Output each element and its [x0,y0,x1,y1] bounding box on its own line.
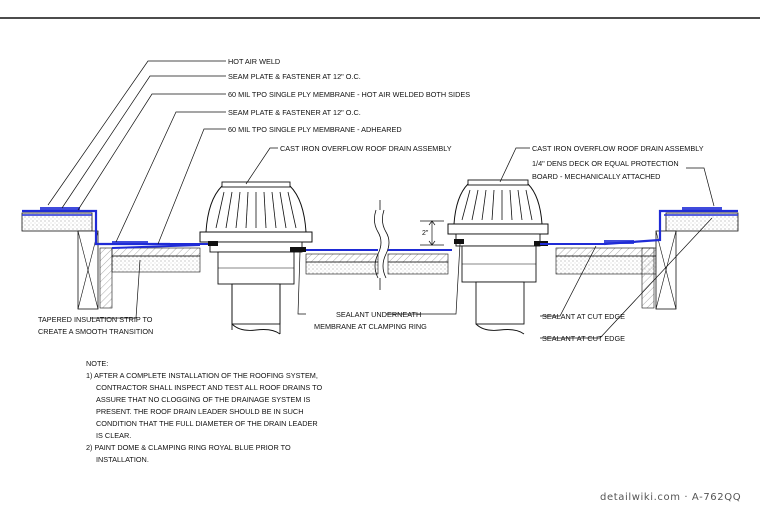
callout-seam-plate-1: SEAM PLATE & FASTENER AT 12" O.C. [228,72,361,81]
left-roof-drain [170,181,378,335]
callout-sealant-clamp-2: MEMBRANE AT CLAMPING RING [314,322,427,331]
right-curb [641,212,739,310]
notes-block: NOTE: 1) AFTER A COMPLETE INSTALLATION O… [86,359,322,464]
callout-drain-left: CAST IRON OVERFLOW ROOF DRAIN ASSEMBLY [280,144,452,153]
callout-tapered-strip-1: TAPERED INSULATION STRIP TO [38,315,153,324]
note-line: 1) AFTER A COMPLETE INSTALLATION OF THE … [86,371,318,380]
note-line: CONTRACTOR SHALL INSPECT AND TEST ALL RO… [96,383,322,392]
note-line: IS CLEAR. [96,431,131,440]
note-line: INSTALLATION. [96,455,149,464]
callout-sealant-clamp-1: SEALANT UNDERNEATH [336,310,421,319]
left-membrane [22,207,170,246]
callout-sealant-cut-1: SEALANT AT CUT EDGE [542,312,625,321]
note-line: 2) PAINT DOME & CLAMPING RING ROYAL BLUE… [86,443,291,452]
callout-drain-right: CAST IRON OVERFLOW ROOF DRAIN ASSEMBLY [532,144,704,153]
leader-lines [47,60,715,339]
callout-seam-plate-2: SEAM PLATE & FASTENER AT 12" O.C. [228,108,361,117]
note-line: PRESENT. THE ROOF DRAIN LEADER SHOULD BE… [96,407,303,416]
roof-deck-middle [305,253,379,275]
callout-tapered-strip-2: CREATE A SMOOTH TRANSITION [38,327,153,336]
callout-protection-board-2: BOARD - MECHANICALLY ATTACHED [532,172,660,181]
roof-deck-right [555,247,657,275]
left-curb-wood [99,247,113,309]
roof-deck-right-middle [387,249,452,275]
left-seam-plate-top [40,207,80,211]
callout-hot-air-weld: HOT AIR WELD [228,57,280,66]
note-line: CONDITION THAT THE FULL DIAMETER OF THE … [96,419,318,428]
callout-protection-board-1: 1/4" DENS DECK OR EQUAL PROTECTION [532,159,679,168]
callout-tpo-welded: 60 MIL TPO SINGLE PLY MEMBRANE - HOT AIR… [228,90,470,99]
dimension-2in [420,220,444,246]
break-line [374,200,390,290]
left-curb [21,212,113,310]
left-curb-deck [21,212,93,232]
right-membrane [603,207,738,246]
callout-sealant-cut-2: SEALANT AT CUT EDGE [542,334,625,343]
dimension-label: 2" [422,230,429,237]
note-line: ASSURE THAT NO CLOGGING OF THE DRAINAGE … [96,395,310,404]
roof-deck-left [111,244,201,273]
watermark: detailwiki.com · A-762QQ [600,492,741,503]
note-heading: NOTE: [86,359,108,368]
callout-tpo-adhered: 60 MIL TPO SINGLE PLY MEMBRANE - ADHEARE… [228,125,402,134]
left-seam-plate-bottom [112,241,148,245]
right-roof-drain [447,179,604,335]
